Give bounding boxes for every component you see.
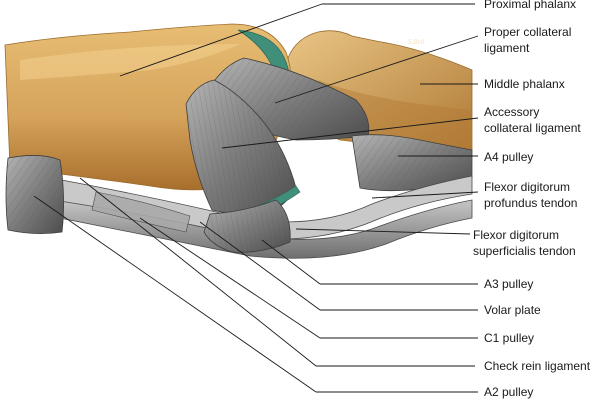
leader-a3-pulley xyxy=(261,239,321,285)
leader-volar-plate xyxy=(199,221,321,311)
label-accessory-collateral-ligament-line2: collateral ligament xyxy=(484,121,581,135)
label-proximal-phalanx: Proximal phalanx xyxy=(484,0,577,11)
leader-fdp-tendon xyxy=(371,191,479,199)
label-fdp-tendon-line1: Flexor digitorum xyxy=(484,180,571,194)
label-a4-pulley: A4 pulley xyxy=(484,150,534,164)
label-fds-tendon-line2: superficialis tendon xyxy=(473,244,576,258)
leader-lines xyxy=(33,3,479,393)
leader-c1-pulley xyxy=(139,217,321,339)
label-proper-collateral-ligament-line2: ligament xyxy=(484,41,530,55)
label-accessory-collateral-ligament-line1: Accessory xyxy=(484,105,540,119)
a3-pulley-fibers xyxy=(204,200,291,253)
leader-a2-pulley xyxy=(33,195,317,393)
leader-fds-tendon xyxy=(295,228,471,235)
label-proper-collateral-ligament-line1: Proper collateral xyxy=(484,25,572,39)
label-fds-tendon-line1: Flexor digitorum xyxy=(473,228,560,242)
leader-check-rein-ligament xyxy=(79,177,317,367)
leader-proper-collateral-ligament xyxy=(274,35,479,104)
label-c1-pulley: C1 pulley xyxy=(484,331,535,345)
label-middle-phalanx: Middle phalanx xyxy=(484,77,565,91)
label-a2-pulley: A2 pulley xyxy=(484,385,534,399)
leader-accessory-collateral-ligament xyxy=(221,117,479,149)
illustrator-signature: S.Bell xyxy=(408,38,425,46)
a2-pulley-fibers xyxy=(6,155,64,234)
label-check-rein-ligament: Check rein ligament xyxy=(484,359,591,373)
label-a3-pulley: A3 pulley xyxy=(484,277,534,291)
accessory-collateral-ligament-fibers xyxy=(186,80,296,215)
leader-proximal-phalanx xyxy=(119,3,323,77)
c1-pulley-shape xyxy=(91,191,191,233)
label-volar-plate: Volar plate xyxy=(484,303,541,317)
label-fdp-tendon-line2: profundus tendon xyxy=(484,196,578,210)
a4-pulley-fibers xyxy=(352,134,472,191)
